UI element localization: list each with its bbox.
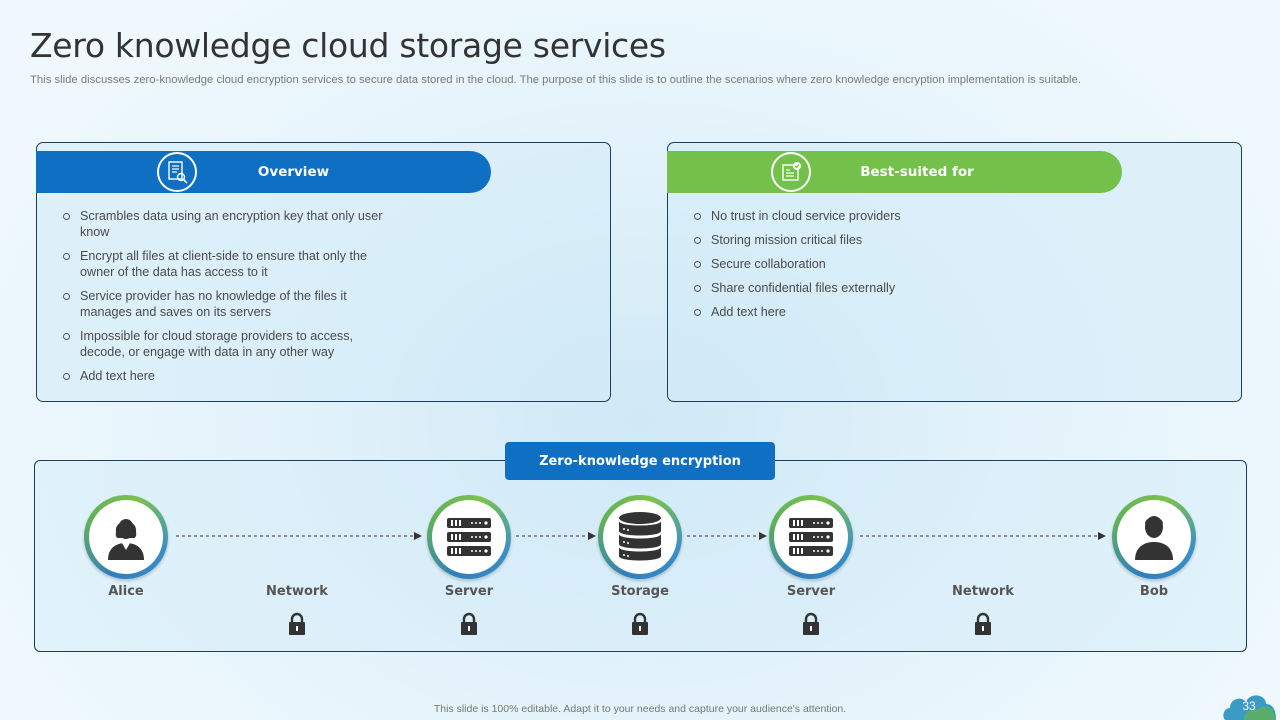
node-label-alice: Alice — [108, 584, 144, 599]
node-label-server-1: Server — [444, 584, 494, 599]
list-item: Encrypt all files at client-side to ensu… — [63, 248, 393, 280]
list-item: Impossible for cloud storage providers t… — [63, 328, 393, 360]
page-subtitle: This slide discusses zero-knowledge clou… — [30, 74, 1081, 86]
list-item: Service provider has no knowledge of the… — [63, 288, 393, 320]
man-user-icon — [1135, 516, 1173, 560]
arrow-connector — [516, 532, 596, 540]
lock-icon — [461, 612, 477, 635]
server-icon — [789, 518, 833, 556]
lock-icon — [975, 612, 991, 635]
list-item: Storing mission critical files — [694, 232, 1094, 248]
list-item: Secure collaboration — [694, 256, 1094, 272]
document-search-icon — [157, 152, 197, 192]
woman-user-icon — [108, 519, 144, 560]
page-number: 33 — [1242, 699, 1256, 713]
cloud-icon — [1223, 695, 1276, 720]
best-suited-label: Best-suited for — [860, 164, 974, 180]
node-label-bob: Bob — [1139, 584, 1169, 599]
list-item: Add text here — [63, 368, 393, 384]
server-icon — [447, 518, 491, 556]
checklist-icon — [771, 152, 811, 192]
footer-note: This slide is 100% editable. Adapt it to… — [433, 703, 847, 715]
best-suited-panel: Best-suited for No trust in cloud servic… — [667, 142, 1242, 402]
overview-label: Overview — [257, 164, 330, 180]
database-icon — [619, 512, 661, 561]
overview-panel: Overview Scrambles data using an encrypt… — [36, 142, 611, 402]
network-label: Network — [266, 584, 328, 599]
page-title: Zero knowledge cloud storage services — [30, 26, 666, 65]
node-label-storage: Storage — [611, 584, 669, 599]
overview-list: Scrambles data using an encryption key t… — [63, 208, 393, 392]
node-server-2 — [769, 495, 853, 579]
page-number-badge: 33 — [1222, 688, 1276, 720]
node-server-1 — [427, 495, 511, 579]
lock-icon — [803, 612, 819, 635]
node-bob — [1112, 495, 1196, 579]
node-storage — [598, 495, 682, 579]
list-item: Share confidential files externally — [694, 280, 1094, 296]
node-alice — [84, 495, 168, 579]
network-label: Network — [952, 584, 1014, 599]
overview-header: Overview — [36, 151, 491, 193]
list-item: No trust in cloud service providers — [694, 208, 1094, 224]
arrow-connector — [860, 532, 1106, 540]
list-item: Add text here — [694, 304, 1094, 320]
list-item: Scrambles data using an encryption key t… — [63, 208, 393, 240]
best-suited-header: Best-suited for — [667, 151, 1122, 193]
node-label-server-2: Server — [786, 584, 836, 599]
lock-icon — [289, 612, 305, 635]
arrow-connector — [687, 532, 767, 540]
encryption-flow-header: Zero-knowledge encryption — [505, 442, 775, 480]
lock-icon — [632, 612, 648, 635]
arrow-connector — [176, 532, 422, 540]
best-suited-list: No trust in cloud service providers Stor… — [694, 208, 1094, 328]
